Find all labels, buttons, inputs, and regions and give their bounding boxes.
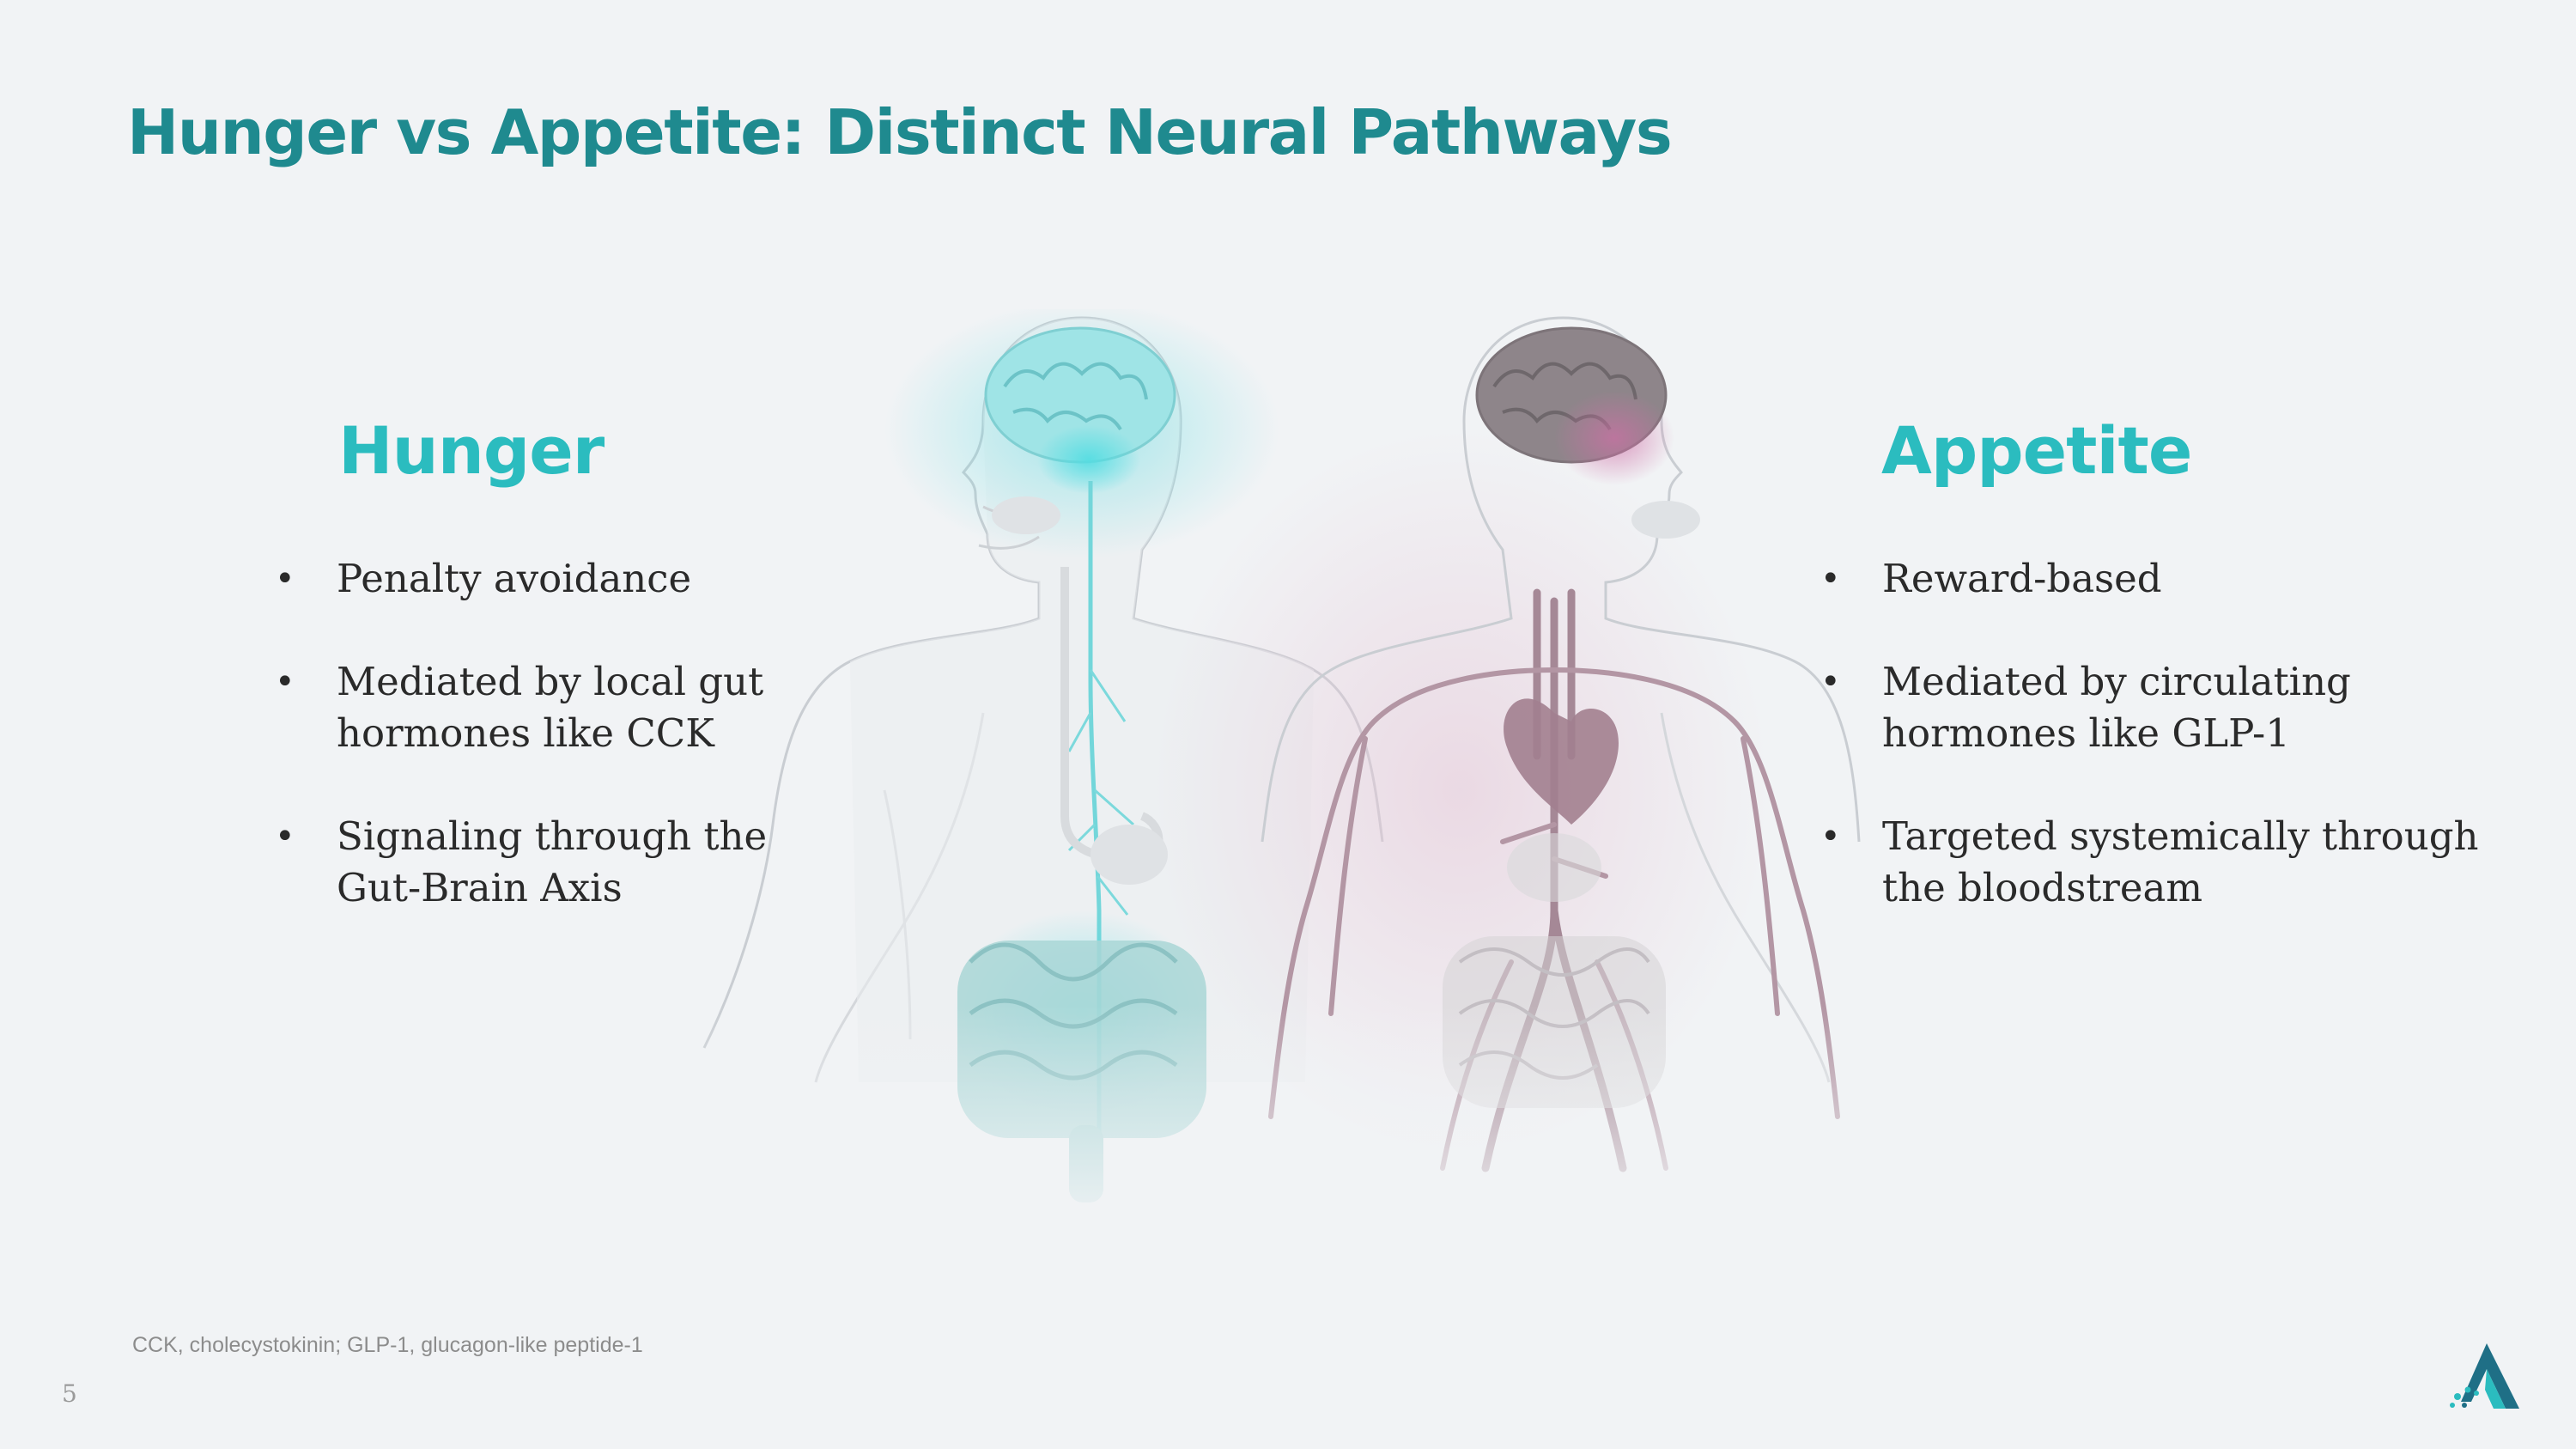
hunger-bullet-1: Penalty avoidance [275,553,790,605]
appetite-bullet-list: Reward-based Mediated by circulatinghorm… [1820,553,2507,965]
hunger-heading: Hunger [338,412,605,489]
page-number: 5 [62,1379,77,1408]
slide-title: Hunger vs Appetite: Distinct Neural Path… [127,96,1673,168]
anatomy-illustration [687,309,1872,1237]
company-logo-icon [2450,1343,2519,1409]
appetite-bullet-1: Reward-based [1820,553,2507,605]
appetite-heading: Appetite [1881,412,2192,489]
abbreviations-footnote: CCK, cholecystokinin; GLP-1, glucagon-li… [132,1333,643,1357]
